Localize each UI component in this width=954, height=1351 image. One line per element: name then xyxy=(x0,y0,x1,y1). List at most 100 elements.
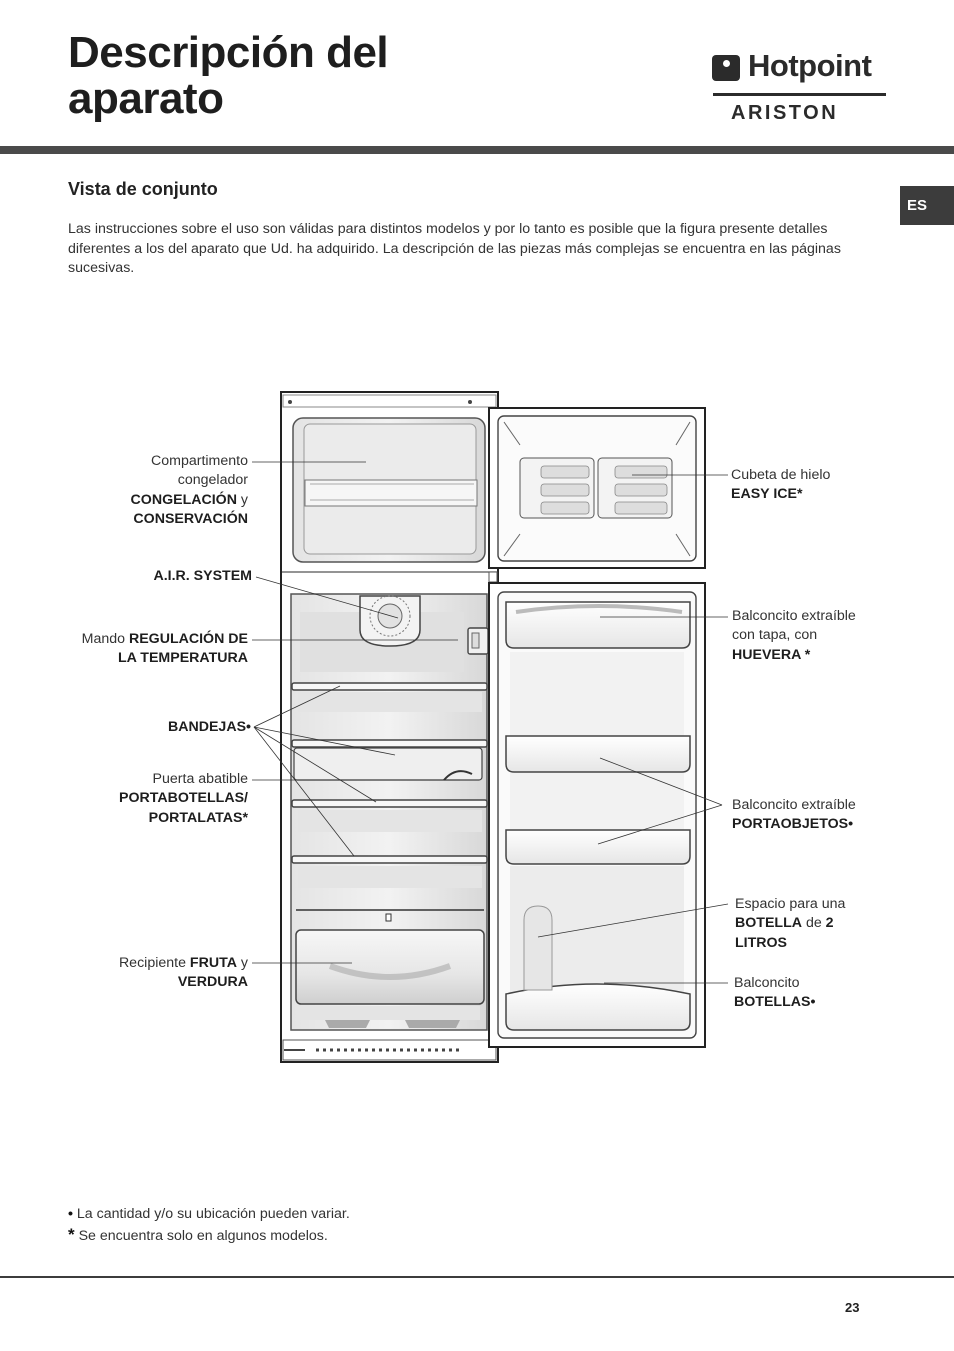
label-shelves-text: BANDEJAS• xyxy=(167,719,251,735)
label-bottle-shelf-line-2: BOTELLAS• xyxy=(734,993,815,1012)
footnote-bullet: • La cantidad y/o su ubicación pueden va… xyxy=(68,1205,350,1225)
cabinet-top-strip xyxy=(282,394,497,408)
label-bottle-shelf-bold: BOTELLAS• xyxy=(734,994,816,1011)
label-air-system: A.I.R. SYSTEM xyxy=(153,567,252,586)
label-bottle-flap: Puerta abatible PORTABOTELLAS/ PORTALATA… xyxy=(119,770,248,828)
label-bottle-space-bold: BOTELLA xyxy=(735,915,802,932)
glass-shelves xyxy=(291,682,488,864)
label-thermostat-line-2: LA TEMPERATURA xyxy=(82,649,248,668)
label-ice-bold: EASY ICE xyxy=(731,486,797,503)
label-bottle-shelf-line-1: Balconcito xyxy=(734,975,800,991)
label-bottle-space-line-3: LITROS xyxy=(735,934,845,953)
label-object-shelf: Balconcito extraíble PORTAOBJETOS• xyxy=(732,796,856,835)
label-egg-shelf: Balconcito extraíble con tapa, con HUEVE… xyxy=(732,607,856,665)
label-crisper: Recipiente FRUTA y VERDURA xyxy=(119,954,248,993)
label-freezer-storage: CONSERVACIÓN xyxy=(133,510,248,527)
label-object-line-1: Balconcito extraíble xyxy=(732,797,856,813)
brand-logo-word: Hotpoint xyxy=(748,48,872,83)
footnote-star-symbol: * xyxy=(68,1224,75,1244)
label-crisper-fruit: FRUTA xyxy=(189,955,237,971)
label-ice-line-1: Cubeta de hielo xyxy=(731,467,831,483)
egg-holder-shading xyxy=(515,604,683,614)
bottle-flap-door xyxy=(293,747,483,781)
label-freezer-line-2: congelador xyxy=(177,472,248,489)
label-egg-line-1: Balconcito extraíble xyxy=(732,608,856,624)
label-object-bold: PORTAOBJETOS• xyxy=(732,816,854,833)
label-thermostat-prefix: Mando xyxy=(81,631,129,647)
label-flap-bold-3: PORTALATAS xyxy=(148,809,243,826)
callout-leader-lines xyxy=(252,461,729,984)
label-egg-star: * xyxy=(800,646,811,663)
label-bottle-space-liters: LITROS xyxy=(735,934,788,951)
label-bottle-space-of: de xyxy=(802,915,826,932)
language-tab: ES xyxy=(900,186,954,225)
page-title-line-1: Descripción del xyxy=(68,28,389,77)
label-bottle-shelf: Balconcito BOTELLAS• xyxy=(734,974,815,1013)
label-ice-line-2: EASY ICE* xyxy=(731,485,830,504)
intro-paragraph: Las instrucciones sobre el uso son válid… xyxy=(68,221,841,276)
label-egg-line-3: HUEVERA * xyxy=(732,646,856,665)
footnotes: • La cantidad y/o su ubicación pueden va… xyxy=(68,1205,350,1246)
label-flap-line-1: Puerta abatible xyxy=(152,771,248,787)
footnote-bullet-text: La cantidad y/o su ubicación pueden vari… xyxy=(72,1206,350,1222)
label-egg-line-2: con tapa, con xyxy=(732,627,818,644)
shelf-back-shading xyxy=(298,810,482,832)
header-divider xyxy=(0,146,954,154)
footnote-bullet-symbol: • xyxy=(68,1206,73,1222)
label-ice-tray: Cubeta de hielo EASY ICE* xyxy=(731,466,830,505)
label-flap-bold-2: PORTABOTELLAS/ xyxy=(119,790,248,807)
crisper-drawer xyxy=(295,929,485,1028)
fridge-door xyxy=(488,582,706,1048)
label-bottle-space: Espacio para una BOTELLA de 2 LITROS xyxy=(735,895,845,953)
footnote-star-text: Se encuentra solo en algunos modelos. xyxy=(74,1227,328,1244)
brand-mark-icon xyxy=(712,55,740,81)
freezer-compartment xyxy=(292,417,486,563)
label-thermostat: Mando REGULACIÓN DE LA TEMPERATURA xyxy=(82,630,248,669)
label-bottle-space-number: 2 xyxy=(825,915,834,932)
label-freezer-compartment: Compartimento congelador CONGELACIÓN y C… xyxy=(131,452,248,529)
brand-logo-sub: ARISTON xyxy=(731,102,839,124)
label-freezer-line-4: CONSERVACIÓN xyxy=(131,510,248,529)
label-freezer-and: y xyxy=(236,491,248,508)
crisper-cover-clip xyxy=(385,913,392,922)
label-ice-star: * xyxy=(796,486,803,503)
label-shelves: BANDEJAS• xyxy=(168,718,251,737)
top-hinge-left xyxy=(288,400,292,404)
top-hinge-right xyxy=(468,400,472,404)
label-freezer-line-1: Compartimento xyxy=(151,453,248,469)
page-title-line-2: aparato xyxy=(68,74,224,123)
shelf-back-shading xyxy=(298,866,482,888)
page-number: 23 xyxy=(845,1300,860,1315)
label-freezer-freezing: CONGELACIÓN xyxy=(130,491,237,508)
ice-cubes xyxy=(540,465,668,515)
label-air-system-text: A.I.R. SYSTEM xyxy=(153,568,252,584)
label-crisper-vegetables: VERDURA xyxy=(177,974,248,991)
label-bottle-space-line-2: BOTELLA de 2 xyxy=(735,914,845,933)
bottle-2l xyxy=(523,905,553,991)
label-crisper-line-2: VERDURA xyxy=(119,973,248,992)
label-crisper-and: y xyxy=(236,955,248,971)
shelf-back-shading xyxy=(298,692,482,712)
brand-logo: Hotpoint ARISTON xyxy=(712,48,888,128)
label-thermostat-bold-1: REGULACIÓN DE xyxy=(128,631,248,647)
label-bottle-space-line-1: Espacio para una xyxy=(735,896,846,912)
label-thermostat-line-1: Mando REGULACIÓN DE xyxy=(82,630,248,649)
footer-divider xyxy=(0,1276,954,1278)
label-thermostat-bold-2: LA TEMPERATURA xyxy=(117,650,248,667)
label-crisper-line-1: Recipiente FRUTA y xyxy=(119,954,248,973)
label-crisper-prefix: Recipiente xyxy=(118,955,190,971)
label-flap-line-3: PORTALATAS* xyxy=(119,809,248,828)
label-egg-bold: HUEVERA xyxy=(732,646,801,663)
label-flap-line-2: PORTABOTELLAS/ xyxy=(119,789,248,808)
page-title: Descripción del aparato xyxy=(68,28,389,123)
door-shelves xyxy=(505,601,691,1031)
footnote-star: * Se encuentra solo en algunos modelos. xyxy=(68,1225,350,1247)
thermostat-knob xyxy=(467,627,489,655)
air-system-fan xyxy=(359,595,421,647)
label-flap-star: * xyxy=(242,809,248,826)
bottom-grille xyxy=(282,1039,497,1061)
divider-hinge xyxy=(488,571,498,583)
brand-logo-rule xyxy=(713,93,886,96)
label-object-line-2: PORTAOBJETOS• xyxy=(732,815,856,834)
